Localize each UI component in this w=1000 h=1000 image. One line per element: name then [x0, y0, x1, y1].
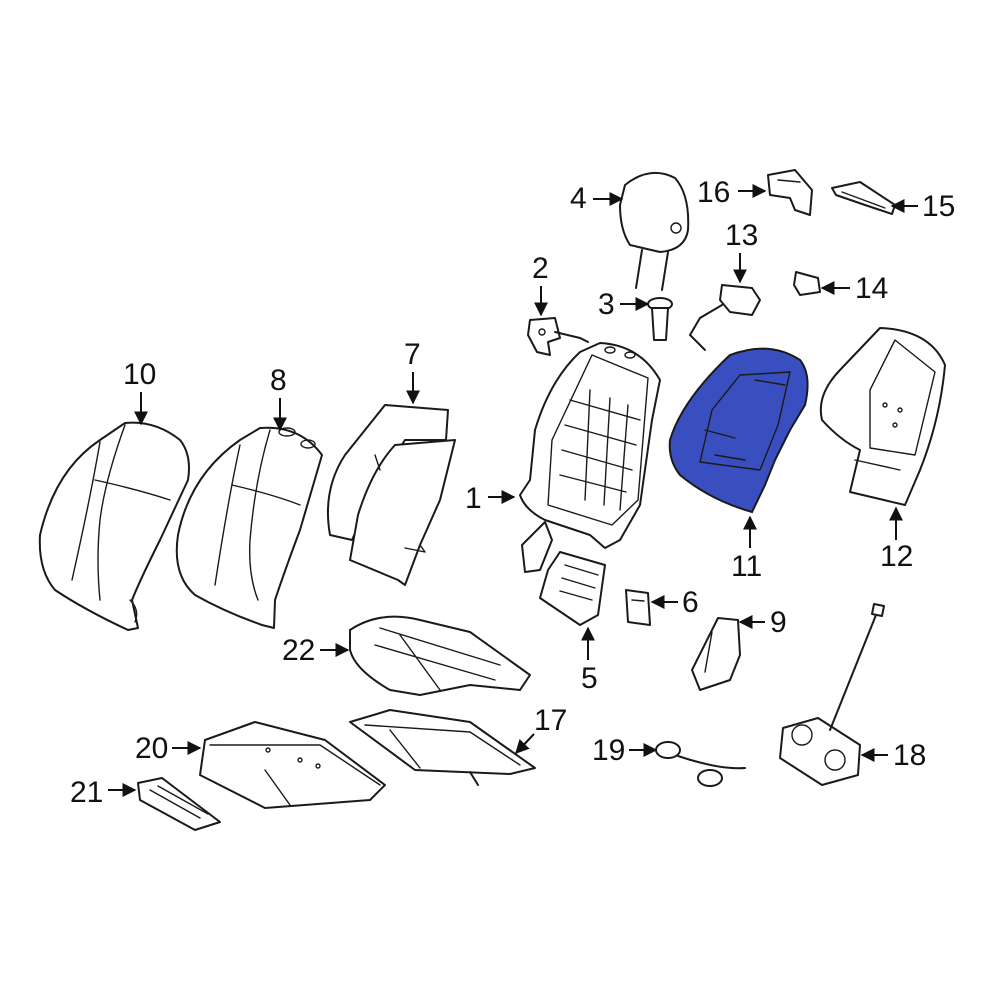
- part-16-trim[interactable]: [767, 169, 813, 216]
- part-13-switch[interactable]: [688, 284, 761, 351]
- svg-text:16: 16: [697, 176, 730, 209]
- callout-11: 11: [731, 515, 762, 583]
- svg-text:12: 12: [880, 540, 913, 573]
- callout-6: 6: [650, 586, 699, 619]
- callout-3: 3: [598, 288, 650, 321]
- svg-text:6: 6: [682, 586, 699, 619]
- callout-9: 9: [738, 606, 787, 639]
- part-10-backrest-cover[interactable]: [38, 421, 190, 631]
- callout-1: 1: [465, 482, 516, 515]
- part-12-back-shell[interactable]: [819, 327, 946, 506]
- part-17-seat-pan[interactable]: [349, 709, 536, 786]
- svg-text:13: 13: [725, 219, 758, 252]
- callout-16: 16: [697, 176, 767, 209]
- callout-18: 18: [860, 739, 926, 772]
- part-4-headrest[interactable]: [619, 171, 690, 291]
- svg-text:15: 15: [922, 190, 955, 223]
- svg-text:20: 20: [135, 732, 168, 765]
- callout-13: 13: [725, 219, 758, 284]
- part-22-seat-cover[interactable]: [349, 615, 531, 696]
- part-8-backrest-pad[interactable]: [175, 426, 323, 629]
- part-1-backrest-frame[interactable]: [519, 342, 661, 549]
- callout-21: 21: [70, 776, 137, 809]
- part-19-harness[interactable]: [655, 741, 746, 787]
- callout-7: 7: [404, 338, 421, 405]
- svg-text:1: 1: [465, 482, 482, 515]
- part-6-connector[interactable]: [625, 589, 651, 626]
- svg-text:7: 7: [404, 338, 421, 371]
- part-11-back-panel[interactable]: [668, 347, 809, 514]
- part-21-grille[interactable]: [137, 777, 221, 831]
- callout-4: 4: [570, 182, 624, 215]
- callout-20: 20: [135, 732, 202, 765]
- svg-text:18: 18: [893, 739, 926, 772]
- svg-text:2: 2: [532, 252, 549, 285]
- callout-17: 17: [515, 704, 567, 755]
- callout-2: 2: [532, 252, 549, 317]
- callout-15: 15: [890, 190, 955, 223]
- svg-text:8: 8: [270, 364, 287, 397]
- part-20-seat-cushion[interactable]: [199, 721, 386, 809]
- callout-14: 14: [820, 272, 888, 305]
- callout-10: 10: [123, 358, 156, 426]
- svg-text:19: 19: [592, 734, 625, 767]
- part-15-rail[interactable]: [831, 181, 896, 215]
- callout-5: 5: [581, 626, 598, 695]
- callout-19: 19: [592, 734, 658, 767]
- part-18-fan-unit[interactable]: [779, 603, 885, 786]
- svg-text:9: 9: [770, 606, 787, 639]
- part-3-headrest-guide[interactable]: [647, 297, 673, 341]
- callouts: 1 2 3 4 5 6 7 8: [70, 176, 955, 809]
- svg-text:17: 17: [534, 704, 567, 737]
- callout-22: 22: [282, 634, 350, 667]
- svg-text:14: 14: [855, 272, 888, 305]
- part-7-side-panels[interactable]: [326, 404, 456, 586]
- svg-text:3: 3: [598, 288, 615, 321]
- svg-text:10: 10: [123, 358, 156, 391]
- part-5-lumbar[interactable]: [521, 521, 606, 626]
- part-14-clip[interactable]: [793, 271, 821, 296]
- svg-text:11: 11: [731, 550, 762, 583]
- svg-text:5: 5: [581, 662, 598, 695]
- svg-text:21: 21: [70, 776, 103, 809]
- svg-text:22: 22: [282, 634, 315, 667]
- part-9-side-trim[interactable]: [691, 617, 741, 691]
- svg-text:4: 4: [570, 182, 587, 215]
- part-2-bracket[interactable]: [527, 317, 589, 356]
- callout-8: 8: [270, 364, 287, 432]
- callout-12: 12: [880, 506, 913, 573]
